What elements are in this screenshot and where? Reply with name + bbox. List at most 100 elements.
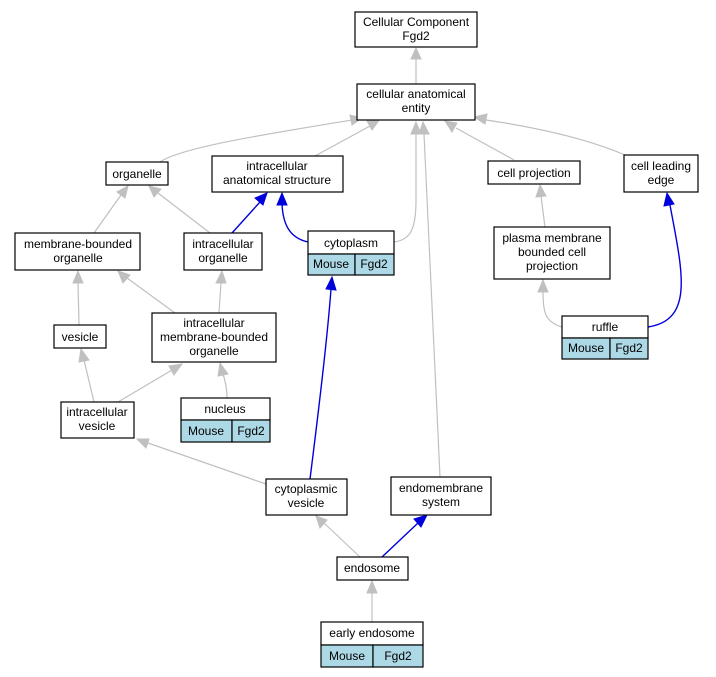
nodes: Cellular Component Fgd2 cellular anatomi…	[14, 11, 699, 668]
arrowhead-ias-from-cytoplasm	[276, 191, 288, 206]
node-ruffle[interactable]: ruffle Mouse Fgd2	[561, 315, 649, 360]
node-cellular-component[interactable]: Cellular Component Fgd2	[354, 11, 478, 48]
arrowhead-imbo-from-nucleus	[217, 361, 229, 377]
node-cell-projection[interactable]: cell projection	[487, 160, 581, 185]
annotation-species: Mouse	[329, 649, 365, 663]
node-box	[390, 476, 492, 516]
edge-mbo-to-organelle	[93, 194, 122, 234]
node-label-line: entity	[402, 101, 431, 115]
arrowhead-ias-from-io	[254, 192, 268, 206]
node-organelle[interactable]: organelle	[105, 161, 169, 186]
node-box	[151, 312, 277, 363]
arrowhead-es-from-endosome	[413, 514, 428, 528]
node-label-line: anatomical structure	[223, 173, 331, 187]
node-plasma-membrane-bounded-cell-projection[interactable]: plasma membrane bounded cell projection	[493, 226, 611, 280]
node-label-line: organelle	[112, 167, 162, 181]
edge-endosome-to-cv	[323, 522, 361, 558]
annotation-gene: Fgd2	[615, 341, 643, 355]
node-cellular-anatomical-entity[interactable]: cellular anatomical entity	[356, 83, 476, 121]
node-label-line: edge	[648, 173, 675, 187]
node-label-line: cellular anatomical	[366, 87, 465, 101]
arrowhead-cellproj-from-pmbcp	[535, 183, 547, 198]
node-label-line: membrane-bounded	[24, 237, 132, 251]
node-cell-leading-edge[interactable]: cell leading edge	[623, 154, 699, 193]
edges	[72, 46, 682, 622]
annotation-gene: Fgd2	[360, 257, 388, 271]
annotation-species: Mouse	[313, 257, 349, 271]
annotation-gene-cell	[609, 337, 649, 360]
node-early-endosome[interactable]: early endosome Mouse Fgd2	[320, 621, 424, 668]
node-label-line: endomembrane	[399, 481, 483, 495]
node-endomembrane-system[interactable]: endomembrane system	[390, 476, 492, 516]
node-label-line: membrane-bounded	[160, 330, 268, 344]
arrowhead-cae-from-es	[418, 120, 430, 135]
node-vesicle[interactable]: vesicle	[53, 324, 107, 349]
node-label-line: early endosome	[329, 626, 415, 640]
node-label-line: vesicle	[62, 330, 99, 344]
arrowhead-pmbcp-from-ruffle	[537, 278, 549, 293]
arrowhead-endosome-from-ee	[366, 579, 378, 594]
node-label-line: organelle	[189, 344, 239, 358]
edge-endosome-to-es	[381, 522, 419, 558]
edge-cle-to-cae	[485, 119, 626, 156]
node-label-line: intracellular	[246, 159, 307, 173]
node-cytoplasm[interactable]: cytoplasm Mouse Fgd2	[307, 230, 395, 276]
arrowhead-mbo-from-vesicle	[72, 269, 84, 284]
node-label-line: cell projection	[497, 166, 570, 180]
edge-ias-to-cae	[314, 125, 371, 157]
edge-es-to-cae	[423, 133, 441, 478]
node-label-line: vesicle	[288, 496, 325, 510]
node-label-line: ruffle	[592, 320, 619, 334]
edge-cellproj-to-cae	[455, 127, 515, 161]
edge-cytoplasm-to-cae	[393, 134, 417, 243]
arrowhead-cle-from-ruffle	[663, 191, 675, 207]
node-intracellular-organelle[interactable]: intracellular organelle	[183, 232, 263, 271]
edge-io-to-organelle	[157, 192, 211, 234]
node-intracellular-membrane-bounded-organelle[interactable]: intracellular membrane-bounded organelle	[151, 312, 277, 363]
node-intracellular-vesicle[interactable]: intracellular vesicle	[60, 401, 135, 439]
arrowhead-cae-from-cle	[472, 113, 488, 125]
node-cytoplasmic-vesicle[interactable]: cytoplasmic vesicle	[265, 478, 348, 516]
edge-vesicle-to-mbo	[77, 281, 80, 326]
arrowhead-vesicle-from-iv	[78, 347, 90, 363]
node-box	[211, 155, 344, 193]
annotation-species: Mouse	[188, 424, 224, 438]
node-label-line: intracellular	[66, 405, 127, 419]
node-nucleus[interactable]: nucleus Mouse Fgd2	[180, 397, 271, 443]
node-membrane-bounded-organelle[interactable]: membrane-bounded organelle	[14, 232, 141, 271]
node-label-line: intracellular	[183, 316, 244, 330]
edge-organelle-to-cae	[159, 119, 353, 163]
node-intracellular-anatomical-structure[interactable]: intracellular anatomical structure	[211, 155, 344, 193]
node-box	[623, 154, 699, 193]
node-label-line: cytoplasmic	[275, 482, 338, 496]
edge-pmbcp-to-cellproj	[540, 195, 546, 228]
edge-iv-to-imbo	[117, 369, 173, 403]
arrowhead-cae-from-cytoplasm	[410, 120, 422, 135]
arrowhead-imbo-from-iv	[168, 363, 184, 376]
node-label-line: organelle	[53, 251, 103, 265]
node-endosome[interactable]: endosome	[336, 556, 409, 581]
node-box	[487, 160, 581, 185]
node-label-line: cell leading	[631, 159, 691, 173]
node-box	[493, 226, 611, 280]
edge-imbo-to-mbo	[126, 277, 176, 314]
arrowhead-organelle-from-io	[148, 185, 162, 198]
node-label-line: Fgd2	[402, 29, 430, 43]
node-label-line: system	[422, 495, 460, 509]
arrowhead-cae-from-cellproj	[443, 120, 458, 133]
arrowhead-mbo-from-imbo	[117, 270, 131, 284]
node-label-line: vesicle	[79, 419, 116, 433]
annotation-species: Mouse	[568, 341, 604, 355]
arrowhead-organelle-from-mbo	[116, 185, 129, 199]
node-box	[105, 161, 169, 186]
node-box	[60, 401, 135, 439]
node-label-line: intracellular	[192, 237, 253, 251]
annotation-gene: Fgd2	[237, 424, 265, 438]
node-label-line: Cellular Component	[363, 15, 470, 29]
edge-cv-to-iv	[147, 442, 267, 485]
node-box	[354, 11, 478, 48]
node-label-line: endosome	[344, 561, 400, 575]
node-box	[14, 232, 141, 271]
edge-imbo-to-io	[218, 282, 222, 314]
node-label-line: nucleus	[204, 402, 245, 416]
